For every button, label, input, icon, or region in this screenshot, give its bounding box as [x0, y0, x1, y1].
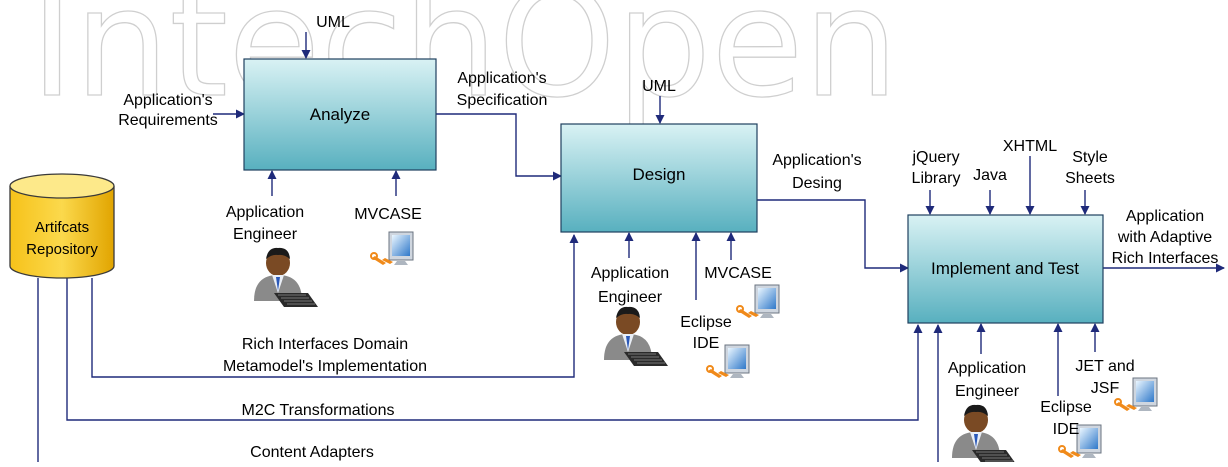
flow-arrows	[37, 32, 1225, 462]
artifacts-repository: Artifcats Repository	[9, 173, 115, 279]
uml-design-label: UML	[642, 78, 676, 95]
engineer3-label-2: Engineer	[955, 383, 1020, 400]
style-label-1: Style	[1072, 149, 1108, 166]
eclipse2-label-1: Eclipse	[1040, 399, 1092, 416]
engineer3-label-1: Application	[948, 360, 1026, 377]
engineer1-label-2: Engineer	[233, 226, 298, 243]
design-box: Design	[560, 123, 758, 233]
analyze-box: Analyze	[243, 58, 437, 171]
requirements-label-1: Application's	[123, 92, 212, 109]
diagram-labels: UML Application's Requirements Applicati…	[118, 14, 1218, 461]
engineer1-label-1: Application	[226, 204, 304, 221]
requirements-label-2: Requirements	[118, 112, 218, 129]
eclipse1-label-1: Eclipse	[680, 314, 732, 331]
desing-label-2: Desing	[792, 175, 842, 192]
jet-label-2: JSF	[1091, 380, 1120, 397]
specification-label-2: Specification	[457, 92, 548, 109]
arrow-m2c	[66, 278, 923, 421]
output-label-2: with Adaptive	[1117, 229, 1212, 246]
arrow-rich-interfaces	[91, 234, 579, 378]
repository-line1: Artifcats	[35, 219, 89, 236]
implement-test-box: Implement and Test	[907, 214, 1104, 324]
specification-label-1: Application's	[457, 70, 546, 87]
xhtml-label: XHTML	[1003, 138, 1057, 155]
mvcase2-label: MVCASE	[704, 265, 772, 282]
engineer2-label-2: Engineer	[598, 289, 663, 306]
rich-interfaces-label-1: Rich Interfaces Domain	[242, 336, 408, 353]
computer-tool-icon	[370, 231, 414, 266]
jquery-label-2: Library	[912, 170, 961, 187]
style-label-2: Sheets	[1065, 170, 1115, 187]
content-adapters-label: Content Adapters	[250, 444, 374, 461]
engineer-icon	[951, 404, 1017, 465]
output-label-1: Application	[1126, 208, 1204, 225]
design-label: Design	[633, 165, 686, 184]
engineer2-label-1: Application	[591, 265, 669, 282]
analyze-label: Analyze	[310, 105, 370, 124]
jet-label-1: JET and	[1075, 358, 1134, 375]
engineer-icon	[253, 247, 319, 308]
uml-analyze-label: UML	[316, 14, 350, 31]
rich-interfaces-label-2: Metamodel's Implementation	[223, 358, 427, 375]
output-label-3: Rich Interfaces	[1112, 250, 1219, 267]
mvcase1-label: MVCASE	[354, 206, 422, 223]
repository-line2: Repository	[26, 241, 98, 258]
m2c-label: M2C Transformations	[242, 402, 395, 419]
java-label: Java	[973, 167, 1007, 184]
eclipse2-label-2: IDE	[1053, 421, 1080, 438]
eclipse1-label-2: IDE	[693, 335, 720, 352]
jquery-label-1: jQuery	[911, 149, 959, 166]
watermark-text: IntechOpen	[30, 0, 899, 131]
implement-label: Implement and Test	[931, 259, 1079, 278]
engineer-icon	[603, 306, 669, 367]
desing-label-1: Application's	[772, 152, 861, 169]
arrow-desing	[757, 199, 909, 273]
computer-tool-icon	[736, 284, 780, 319]
arrow-specification	[436, 113, 562, 181]
computer-tool-icon	[1114, 377, 1158, 412]
